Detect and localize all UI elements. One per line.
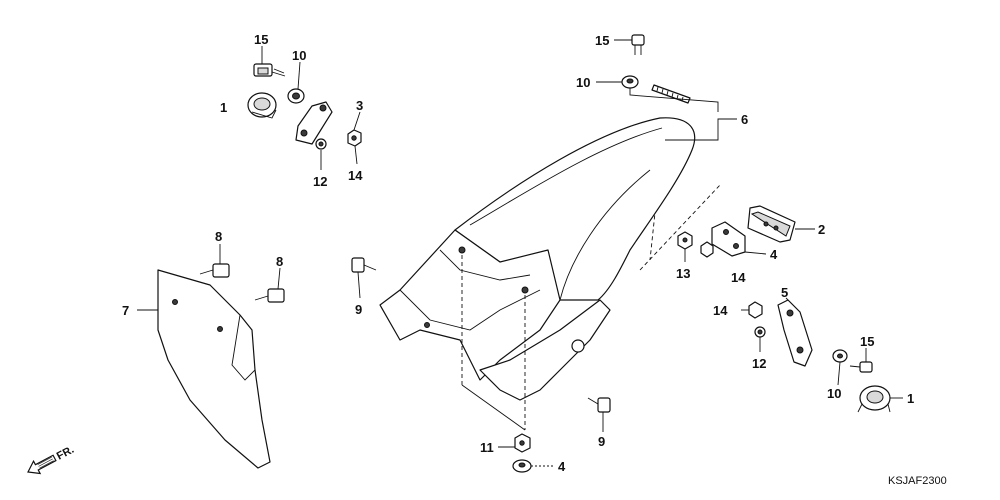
callout-4-right: 4 <box>770 247 778 262</box>
right-parts-group <box>677 205 891 413</box>
part-4-bracket <box>711 221 746 257</box>
bolt-15-center <box>631 34 645 55</box>
callout-12-lower: 12 <box>752 356 766 371</box>
bolt-8-b <box>254 288 285 303</box>
bolt-15-lower <box>849 361 873 373</box>
callout-13: 13 <box>676 266 690 281</box>
callout-3: 3 <box>356 98 363 113</box>
callout-15-lower: 15 <box>860 334 874 349</box>
bolt-9-left <box>351 257 377 273</box>
nut-14-lower <box>748 301 763 319</box>
grommet-4-bottom <box>512 459 532 473</box>
washer-12-top <box>315 138 327 150</box>
part-1-top <box>247 92 277 119</box>
callout-11: 11 <box>480 440 494 455</box>
leader-lines <box>137 39 903 467</box>
callout-9-bottom: 9 <box>598 434 605 449</box>
part-1-lower <box>857 385 891 413</box>
nut-14-right <box>700 241 714 258</box>
grommet-10-top <box>287 88 305 104</box>
callout-10-top: 10 <box>292 48 306 63</box>
bracket-3-top <box>295 101 333 145</box>
callout-8-a: 8 <box>215 229 222 244</box>
callout-10-center: 10 <box>576 75 590 90</box>
callout-6: 6 <box>741 112 748 127</box>
callout-9-left: 9 <box>355 302 362 317</box>
front-direction-label: FR. <box>55 444 76 463</box>
bolt-8-a <box>199 263 230 278</box>
callout-5: 5 <box>781 285 788 300</box>
callout-14-top: 14 <box>348 168 363 183</box>
part-2-pad <box>747 205 796 243</box>
grommet-10-lower <box>832 349 848 363</box>
bolt-15-top <box>253 63 286 77</box>
front-direction-arrow: FR. <box>27 444 76 475</box>
callout-14-right: 14 <box>731 270 746 285</box>
part-5-bracket <box>777 299 813 367</box>
callout-15-top: 15 <box>254 32 268 47</box>
callout-8-b: 8 <box>276 254 283 269</box>
callout-10-lower: 10 <box>827 386 841 401</box>
grommet-10-center <box>621 75 639 89</box>
callout-2: 2 <box>818 222 825 237</box>
washer-12-lower <box>754 326 766 338</box>
callout-1-top: 1 <box>220 100 227 115</box>
callout-12-top: 12 <box>313 174 327 189</box>
bolt-9-bottom <box>587 397 611 413</box>
long-screw <box>651 84 691 104</box>
top-left-parts-group <box>247 63 362 150</box>
rear-fender-6 <box>379 117 721 431</box>
callout-15-center: 15 <box>595 33 609 48</box>
callout-labels: 1 15 10 3 12 14 15 10 6 2 4 14 13 5 14 1… <box>122 32 914 474</box>
callout-1-lower: 1 <box>907 391 914 406</box>
callout-14-lower: 14 <box>713 303 728 318</box>
callout-7: 7 <box>122 303 129 318</box>
mud-flap-7 <box>157 269 271 469</box>
callout-4-bottom: 4 <box>558 459 566 474</box>
nut-11 <box>514 433 531 453</box>
diagram-code: KSJAF2300 <box>888 475 947 487</box>
nut-13 <box>677 231 693 250</box>
nut-14-top <box>347 129 362 147</box>
